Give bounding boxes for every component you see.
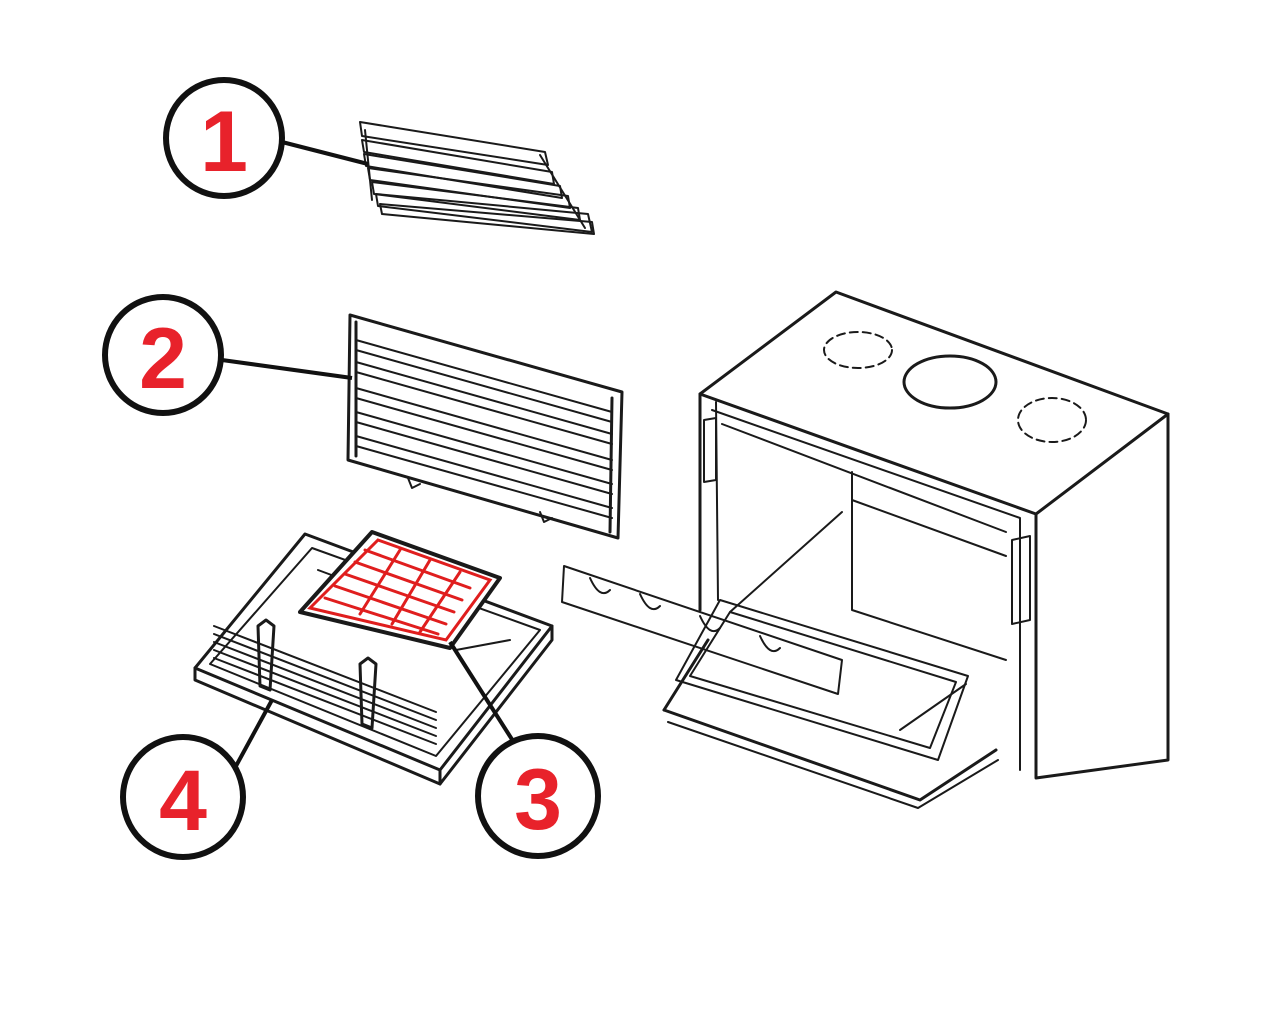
oven-body <box>561 290 1170 809</box>
callout-4: 4 <box>120 734 246 860</box>
leader-1 <box>281 140 369 166</box>
leader-4 <box>234 699 274 767</box>
part-3-grid-grate <box>298 530 502 650</box>
callout-4-label: 4 <box>159 753 207 849</box>
callout-leaders <box>221 140 522 767</box>
leader-3 <box>448 640 522 754</box>
part-4-base-tray <box>193 532 554 786</box>
callout-2-label: 2 <box>139 311 187 407</box>
callout-2: 2 <box>102 294 224 416</box>
callout-3: 3 <box>475 733 601 859</box>
callout-3-label: 3 <box>514 752 562 848</box>
leader-2 <box>221 358 353 380</box>
part-1-grate-bars <box>359 121 595 235</box>
callout-1: 1 <box>163 77 285 199</box>
part-2-back-plate <box>346 313 624 540</box>
callout-1-label: 1 <box>200 94 248 190</box>
